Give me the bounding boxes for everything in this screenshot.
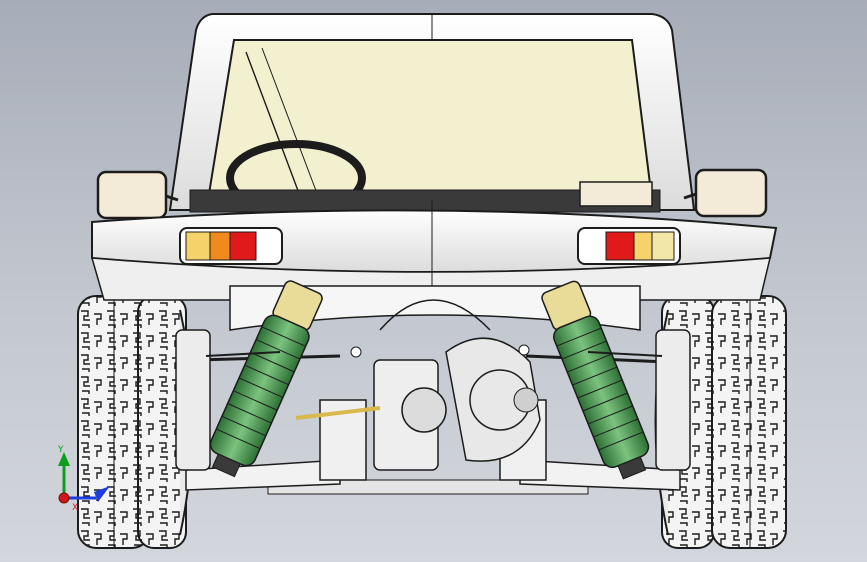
differential (295, 337, 541, 471)
coordinate-triad: Y X (57, 445, 110, 513)
upper-links (205, 344, 663, 358)
triad-z-arrow (94, 486, 110, 502)
wheel-hubs (175, 329, 691, 481)
triad-y-label: Y (57, 445, 64, 455)
windshield (206, 39, 654, 201)
left-shock-absorber (209, 280, 323, 478)
right-shock-absorber (541, 280, 650, 480)
dashboard (189, 181, 661, 213)
right-tail-light (577, 227, 681, 265)
triad-x-label: X (72, 503, 78, 513)
left-tail-light (179, 227, 283, 265)
left-mirror (96, 170, 179, 220)
right-mirror (683, 168, 768, 218)
